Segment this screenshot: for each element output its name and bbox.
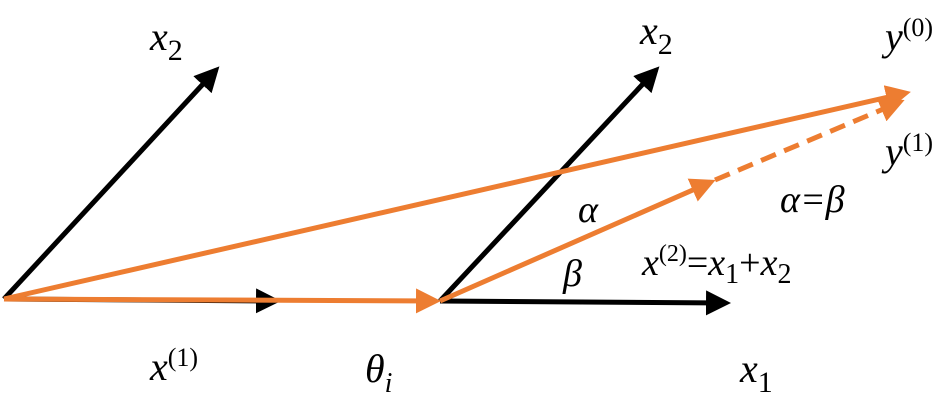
y0-vector-arrow <box>3 85 911 302</box>
alpha-label: α <box>578 189 599 231</box>
beta-label: β <box>562 253 582 295</box>
y1-dashed-vector <box>714 98 905 183</box>
x-superscript-1-label: x(1) <box>149 343 198 389</box>
alpha-equals-beta-label: α=β <box>780 179 845 221</box>
x1-vector-arrow <box>3 288 441 314</box>
y1-label: y(1) <box>881 128 933 174</box>
left-x2-axis-arrow <box>2 66 220 301</box>
x2-vector-arrow <box>438 178 716 304</box>
right-x2-axis-arrow <box>438 66 660 303</box>
x1-label: x1 <box>739 346 773 399</box>
x2-sum-label: x(2)=x1+x2 <box>641 241 791 290</box>
right-x2-label: x2 <box>639 8 673 61</box>
right-x1-axis-arrow <box>439 290 731 316</box>
left-x2-label: x2 <box>149 14 183 67</box>
theta-i-label: θi <box>365 346 392 399</box>
y0-label: y(0) <box>881 13 933 59</box>
